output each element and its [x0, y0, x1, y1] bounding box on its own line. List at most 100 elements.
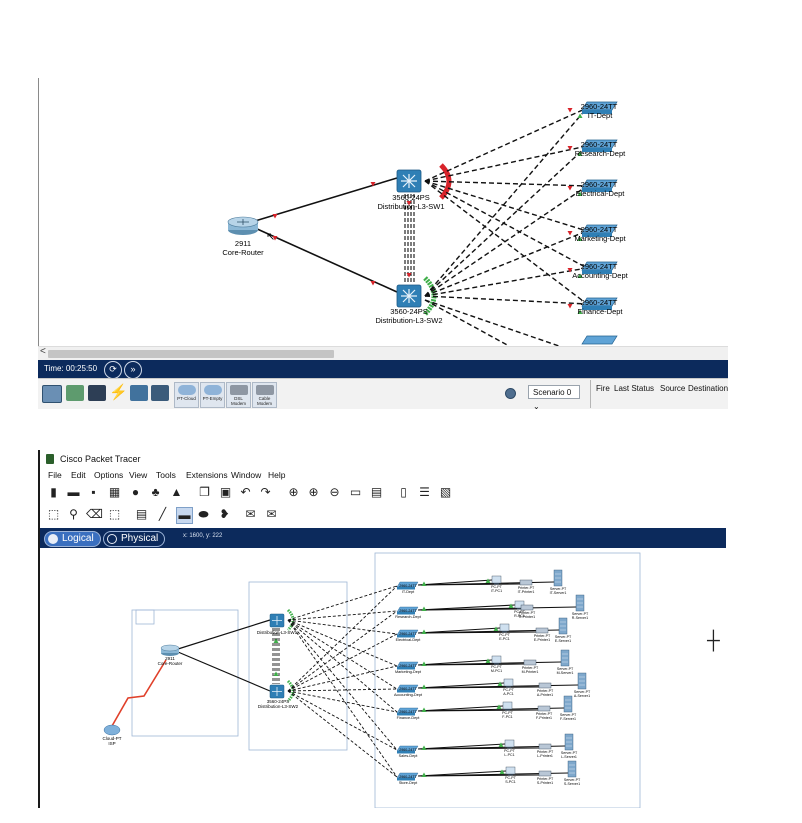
- server-icon[interactable]: [575, 594, 585, 612]
- pc-icon[interactable]: [504, 739, 515, 749]
- printer-icon[interactable]: [520, 604, 534, 611]
- redo-icon[interactable]: ↷: [260, 485, 271, 499]
- bottom-access-switch-icon[interactable]: [396, 661, 419, 670]
- zoom-out-icon[interactable]: ⊖: [329, 485, 340, 499]
- pc-icon[interactable]: [505, 766, 516, 776]
- draw-rectangle-icon[interactable]: ▬: [176, 507, 193, 524]
- image-icon[interactable]: ▧: [439, 485, 452, 499]
- components-category-icon[interactable]: [88, 385, 106, 401]
- paste-icon[interactable]: ▣: [219, 485, 232, 499]
- access-switch-icon[interactable]: [581, 261, 618, 274]
- print-icon[interactable]: ▦: [108, 485, 121, 499]
- server-icon[interactable]: [560, 649, 570, 667]
- logical-workspace-canvas[interactable]: 2911 Core-Router Cloud-PT ISP Distributi…: [40, 548, 726, 808]
- activity-wizard-icon[interactable]: ▲: [170, 485, 183, 499]
- tab-logical[interactable]: Logical: [44, 531, 101, 547]
- server-icon[interactable]: [567, 760, 577, 778]
- end-devices-category-icon[interactable]: [66, 385, 84, 401]
- zoom-in-icon[interactable]: ⊕: [288, 485, 299, 499]
- bottom-access-switch-icon[interactable]: [396, 684, 419, 693]
- menu-view[interactable]: View: [129, 470, 148, 480]
- custom-devices-icon[interactable]: ▤: [370, 485, 383, 499]
- top-topology-canvas[interactable]: 2911 Core-Router ↖ 3560-24PS Distributio…: [38, 78, 729, 346]
- bottom-sw1-icon[interactable]: [269, 613, 285, 628]
- fast-forward-icon[interactable]: »: [124, 361, 142, 379]
- bottom-access-switch-icon[interactable]: [396, 745, 419, 754]
- device-tile-pt-empty[interactable]: PT-Empty: [200, 382, 225, 408]
- misc-category-icon[interactable]: [130, 385, 148, 401]
- pc-icon[interactable]: [491, 575, 502, 585]
- draw-line-icon[interactable]: ╱: [158, 507, 167, 521]
- distribution-sw1-icon[interactable]: [396, 169, 422, 193]
- access-switch-icon[interactable]: [581, 101, 618, 114]
- pc-icon[interactable]: [503, 678, 514, 688]
- bottom-access-switch-icon[interactable]: [396, 707, 419, 716]
- menu-file[interactable]: File: [48, 470, 62, 480]
- document-icon[interactable]: ▯: [400, 485, 407, 499]
- printer-icon[interactable]: [535, 627, 549, 634]
- delete-icon[interactable]: ⌫: [86, 507, 103, 521]
- device-tile-dsl-modem[interactable]: DSL Modem: [226, 382, 251, 408]
- save-icon[interactable]: ▪: [91, 485, 96, 499]
- add-complex-pdu-icon[interactable]: ✉: [266, 507, 277, 521]
- server-icon[interactable]: [577, 672, 587, 690]
- menu-edit[interactable]: Edit: [71, 470, 86, 480]
- bottom-sw2-icon[interactable]: [269, 684, 285, 699]
- pc-icon[interactable]: [502, 701, 513, 711]
- network-devices-category-icon[interactable]: [42, 385, 62, 403]
- multiuser-category-icon[interactable]: [151, 385, 169, 401]
- menu-tools[interactable]: Tools: [156, 470, 176, 480]
- server-icon[interactable]: [564, 733, 574, 751]
- place-note-icon[interactable]: ▤: [135, 507, 148, 521]
- core-router-icon[interactable]: [227, 216, 259, 235]
- scenario-select[interactable]: Scenario 0 ⌄: [528, 385, 580, 411]
- select-icon[interactable]: ⬚: [47, 507, 60, 521]
- pc-icon[interactable]: [491, 655, 502, 665]
- isp-cloud-icon[interactable]: [103, 724, 121, 736]
- info-icon[interactable]: ●: [131, 485, 140, 499]
- printer-icon[interactable]: [537, 705, 551, 712]
- menu-help[interactable]: Help: [268, 470, 286, 480]
- bottom-access-switch-icon[interactable]: [396, 581, 419, 590]
- device-tile-cable-modem[interactable]: Cable Modem: [252, 382, 277, 408]
- pc-icon[interactable]: [514, 600, 525, 610]
- scenario-info-icon[interactable]: [505, 388, 516, 399]
- bottom-access-switch-icon[interactable]: [396, 606, 419, 615]
- access-switch-icon[interactable]: [581, 297, 618, 310]
- scroll-left-icon[interactable]: <: [40, 346, 46, 357]
- tab-physical[interactable]: Physical: [103, 531, 166, 547]
- server-icon[interactable]: [553, 569, 563, 587]
- bottom-access-switch-icon[interactable]: [396, 629, 419, 638]
- access-switch-icon[interactable]: [581, 139, 618, 152]
- copy-icon[interactable]: ❐: [199, 485, 210, 499]
- power-cycle-icon[interactable]: ⟳: [104, 361, 122, 379]
- printer-icon[interactable]: [538, 770, 552, 777]
- server-icon[interactable]: [563, 695, 573, 713]
- draw-ellipse-icon[interactable]: ⬬: [198, 507, 209, 521]
- new-file-icon[interactable]: ▮: [50, 485, 57, 499]
- device-tile-pt-cloud[interactable]: PT-Cloud: [174, 382, 199, 408]
- database-icon[interactable]: ☰: [419, 485, 430, 499]
- access-switch-icon[interactable]: [581, 224, 618, 237]
- access-switch-icon[interactable]: [581, 335, 618, 345]
- access-switch-icon[interactable]: [581, 179, 618, 192]
- network-wizard-icon[interactable]: ♣: [151, 485, 160, 499]
- distribution-sw2-icon[interactable]: [396, 284, 422, 308]
- open-folder-icon[interactable]: ▬: [67, 485, 80, 499]
- horizontal-scrollbar[interactable]: <: [38, 346, 728, 361]
- scrollbar-thumb[interactable]: [48, 350, 334, 358]
- drawing-palette-icon[interactable]: ▭: [349, 485, 362, 499]
- pc-icon[interactable]: [499, 623, 510, 633]
- inspect-icon[interactable]: ⚲: [69, 507, 78, 521]
- undo-icon[interactable]: ↶: [240, 485, 251, 499]
- menu-extensions[interactable]: Extensions: [186, 470, 228, 480]
- zoom-reset-icon[interactable]: ⊕: [308, 485, 319, 499]
- resize-shape-icon[interactable]: ⬚: [108, 507, 121, 521]
- bottom-access-switch-icon[interactable]: [396, 772, 419, 781]
- menu-window[interactable]: Window: [231, 470, 262, 480]
- menu-options[interactable]: Options: [94, 470, 124, 480]
- printer-icon[interactable]: [523, 659, 537, 666]
- connections-category-icon[interactable]: ⚡: [109, 384, 128, 401]
- add-simple-pdu-icon[interactable]: ✉: [245, 507, 256, 521]
- server-icon[interactable]: [558, 617, 568, 635]
